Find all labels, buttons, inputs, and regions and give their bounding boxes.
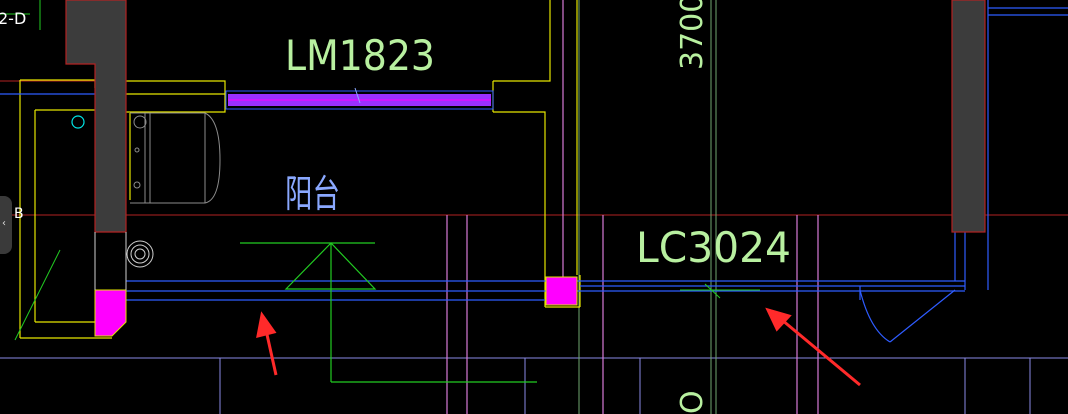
floor-drain: [126, 240, 154, 268]
dimension-text-3700: 3700: [675, 0, 710, 70]
grid-marker-label: 2-D: [0, 9, 26, 28]
level-triangle-symbol: [240, 242, 537, 383]
side-panel-handle[interactable]: B ‹: [0, 196, 24, 254]
dimension-text-bottom: O: [675, 390, 710, 414]
side-handle-letter: B: [14, 206, 24, 222]
dimension-verticals: [578, 0, 717, 414]
magenta-columns: [94, 276, 578, 337]
green-misc-lines: [0, 0, 760, 341]
room-name-label: 阳台: [285, 172, 340, 216]
window-tag-label: LC3024: [636, 223, 791, 272]
column-outline: [94, 232, 127, 290]
cyan-circle-icon: [71, 115, 85, 129]
red-arrow-left: [256, 311, 278, 376]
balcony-fixture: [130, 112, 221, 204]
chevron-left-icon: ‹: [2, 218, 6, 229]
red-arrow-right: [765, 307, 861, 387]
door-lm1823-band: [225, 87, 494, 110]
pink-verticals: [446, 0, 819, 414]
door-tag-label: LM1823: [285, 31, 435, 80]
floor-lines: [0, 357, 1068, 414]
